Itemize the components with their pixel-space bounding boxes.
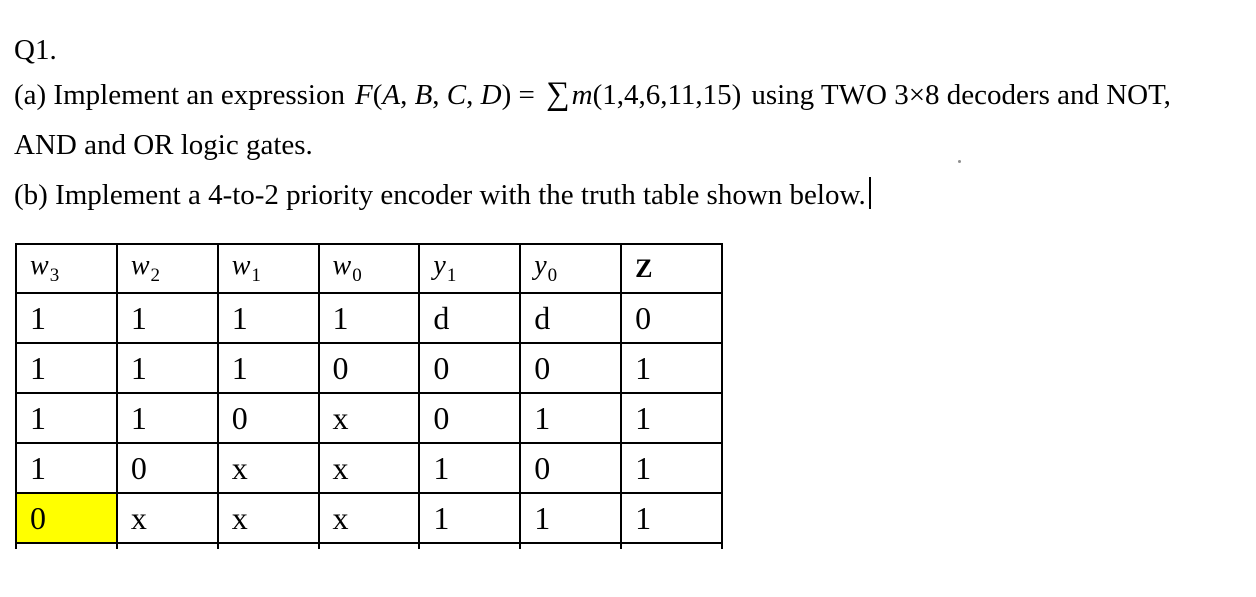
truth-table-cell[interactable]: 0 bbox=[216, 392, 320, 444]
part-a-line1[interactable]: (a) Implement an expression F(A, B, C, D)… bbox=[14, 76, 1171, 112]
truth-table-cell[interactable]: x bbox=[216, 492, 320, 544]
truth-table-cell[interactable]: 0 bbox=[519, 342, 623, 394]
part-a-prefix: (a) Implement an expression bbox=[14, 79, 345, 111]
truth-table-header-cell[interactable]: Z bbox=[620, 243, 723, 294]
truth-table-cell[interactable]: 1 bbox=[115, 342, 219, 394]
truth-table-cell[interactable]: x bbox=[115, 492, 219, 544]
clipped-cell bbox=[15, 542, 118, 549]
truth-table-cell[interactable]: 1 bbox=[216, 342, 320, 394]
formula-segment: , bbox=[466, 79, 481, 111]
truth-table-cell[interactable]: 1 bbox=[418, 442, 522, 494]
truth-table-header-cell[interactable]: w3 bbox=[15, 243, 118, 294]
truth-table-cell[interactable]: 0 bbox=[620, 292, 723, 344]
truth-table-cell-highlighted[interactable]: 0 bbox=[15, 492, 118, 544]
truth-table-cell[interactable]: 1 bbox=[620, 492, 723, 544]
truth-table-cell[interactable]: x bbox=[216, 442, 320, 494]
truth-table-cell[interactable]: 1 bbox=[115, 292, 219, 344]
part-a-suffix: using TWO 3×8 decoders and NOT, bbox=[751, 79, 1171, 111]
truth-table-cell[interactable]: 1 bbox=[15, 342, 118, 394]
formula-segment: C bbox=[446, 79, 467, 111]
header-subscript: 0 bbox=[547, 265, 558, 286]
truth-table-header-cell[interactable]: y0 bbox=[519, 243, 623, 294]
header-subscript: 1 bbox=[446, 265, 457, 286]
part-b-text: (b) Implement a 4-to-2 priority encoder … bbox=[14, 179, 866, 211]
truth-table-cell[interactable]: 1 bbox=[519, 492, 623, 544]
text-cursor bbox=[868, 177, 871, 209]
formula-segment: B bbox=[414, 79, 433, 111]
truth-table-cell[interactable]: 1 bbox=[115, 392, 219, 444]
question-number[interactable]: Q1. bbox=[14, 34, 57, 66]
truth-table-cell[interactable]: d bbox=[418, 292, 522, 344]
truth-table-header-cell[interactable]: w1 bbox=[216, 243, 320, 294]
clipped-cell bbox=[115, 542, 219, 549]
header-symbol: Z bbox=[635, 253, 653, 283]
truth-table-cell[interactable]: 1 bbox=[620, 342, 723, 394]
clipped-cell bbox=[216, 542, 320, 549]
header-subscript: 3 bbox=[49, 265, 60, 286]
truth-table-cell[interactable]: 0 bbox=[115, 442, 219, 494]
clipped-next-row bbox=[15, 542, 723, 549]
truth-table-cell[interactable]: 1 bbox=[15, 442, 118, 494]
truth-table-cell[interactable]: 0 bbox=[418, 392, 522, 444]
clipped-cell bbox=[317, 542, 421, 549]
formula-segment: (1,4,6,11,15) bbox=[592, 79, 742, 111]
clipped-cell bbox=[519, 542, 623, 549]
truth-table-header-cell[interactable]: w2 bbox=[115, 243, 219, 294]
truth-table-cell[interactable]: 1 bbox=[519, 392, 623, 444]
header-subscript: 2 bbox=[150, 265, 161, 286]
truth-table-cell[interactable]: 0 bbox=[519, 442, 623, 494]
header-symbol: w bbox=[30, 250, 49, 281]
formula-segment: D bbox=[480, 79, 502, 111]
truth-table-cell[interactable]: 1 bbox=[620, 442, 723, 494]
formula-segment: ( bbox=[372, 79, 383, 111]
truth-table-cell[interactable]: x bbox=[317, 442, 421, 494]
truth-table-cell[interactable]: 1 bbox=[15, 392, 118, 444]
header-symbol: y bbox=[534, 250, 547, 281]
truth-table-cell[interactable]: 1 bbox=[418, 492, 522, 544]
truth-table-cell[interactable]: 1 bbox=[15, 292, 118, 344]
header-subscript: 1 bbox=[251, 265, 261, 286]
truth-table-cell[interactable]: 0 bbox=[317, 342, 421, 394]
header-symbol: w bbox=[332, 250, 352, 281]
formula-segment: ) = bbox=[501, 79, 543, 111]
formula-segment: , bbox=[400, 79, 415, 111]
header-symbol: y bbox=[433, 250, 446, 281]
formula-segment: F bbox=[354, 79, 373, 111]
truth-table-cell[interactable]: d bbox=[519, 292, 623, 344]
truth-table-cell[interactable]: 0 bbox=[418, 342, 522, 394]
truth-table-header-cell[interactable]: y1 bbox=[418, 243, 522, 294]
formula-expression: F(A, B, C, D) = ∑m(1,4,6,11,15) bbox=[354, 76, 742, 112]
part-b-line[interactable]: (b) Implement a 4-to-2 priority encoder … bbox=[14, 177, 871, 210]
header-subscript: 0 bbox=[352, 265, 362, 286]
sigma-symbol: ∑ bbox=[546, 76, 570, 112]
clipped-cell bbox=[418, 542, 522, 549]
clipped-cell bbox=[620, 542, 723, 549]
truth-table-cell[interactable]: 1 bbox=[317, 292, 421, 344]
truth-table-cell[interactable]: x bbox=[317, 392, 421, 444]
truth-table-cell[interactable]: 1 bbox=[620, 392, 723, 444]
part-a-line2[interactable]: AND and OR logic gates. bbox=[14, 129, 313, 161]
stray-dot-artifact bbox=[958, 160, 961, 163]
formula-segment: , bbox=[432, 79, 447, 111]
formula-segment: A bbox=[382, 79, 401, 111]
truth-table-header-cell[interactable]: w0 bbox=[317, 243, 421, 294]
truth-table-cell[interactable]: 1 bbox=[216, 292, 320, 344]
truth-table-cell[interactable]: x bbox=[317, 492, 421, 544]
header-symbol: w bbox=[130, 250, 150, 281]
header-symbol: w bbox=[231, 250, 251, 281]
formula-segment: m bbox=[571, 79, 593, 111]
